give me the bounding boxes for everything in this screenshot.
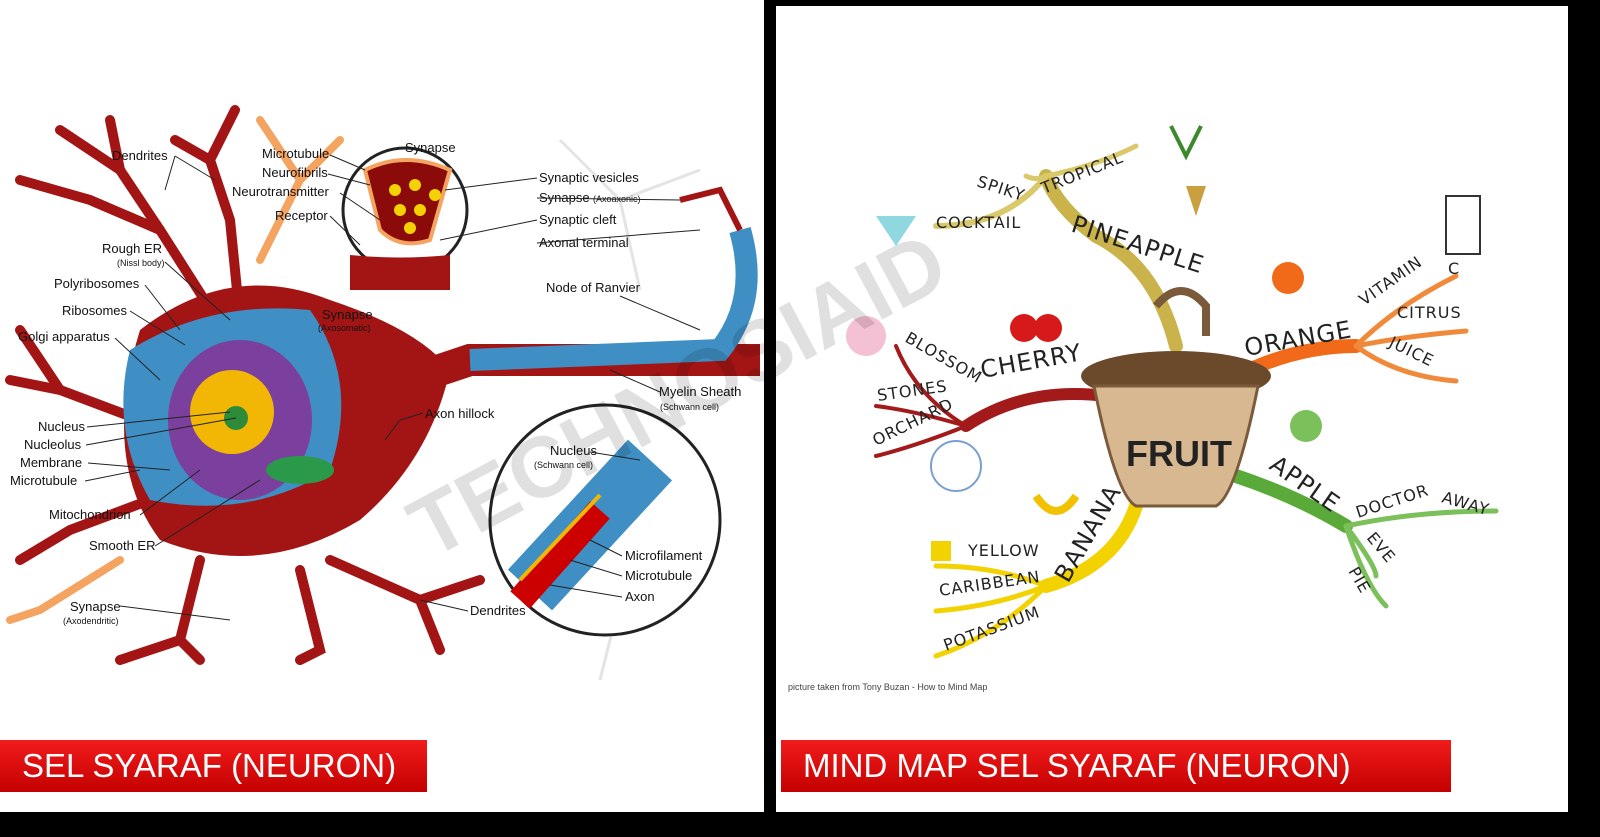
cherry-icon <box>1010 314 1038 342</box>
label-receptor: Receptor <box>275 208 328 223</box>
neuron-diagram-panel: Dendrites Microtubule Neurofibrils Neuro… <box>0 0 764 812</box>
label-yellow: YELLOW <box>967 541 1040 560</box>
label-synaptic-vesicles: Synaptic vesicles <box>539 170 639 185</box>
label-neurotransmitter: Neurotransmitter <box>232 184 329 199</box>
leader-lines <box>84 154 701 621</box>
label-synapse-axodendritic: Synapse <box>70 599 121 614</box>
label-membrane: Membrane <box>20 455 82 470</box>
neuron-diagram: Dendrites Microtubule Neurofibrils Neuro… <box>5 105 760 681</box>
label-nucleolus: Nucleolus <box>24 437 82 452</box>
label-rough-er: Rough ER <box>102 241 162 256</box>
myelin-sheath-body <box>469 226 758 371</box>
postsynaptic-membrane <box>350 255 450 290</box>
label-polyribosomes: Polyribosomes <box>54 276 140 291</box>
label-axonal-terminal: Axonal terminal <box>539 235 629 250</box>
credit-caption: picture taken from Tony Buzan - How to M… <box>788 682 987 692</box>
label-nucleus: Nucleus <box>38 419 85 434</box>
blossom-icon <box>846 316 886 356</box>
label-microtubule-2: Microtubule <box>10 473 77 488</box>
yellow-square-icon <box>931 541 951 561</box>
synapse-terminal <box>362 158 453 246</box>
label-schwann-cell-2: (Schwann cell) <box>534 460 593 470</box>
label-node-of-ranvier: Node of Ranvier <box>546 280 641 295</box>
microfilament-lines <box>518 493 602 582</box>
cherry-icon-2 <box>1034 314 1062 342</box>
label-myelin-sheath: Myelin Sheath <box>659 384 741 399</box>
pineapple-icon <box>1186 186 1206 216</box>
label-microtubule-3: Microtubule <box>625 568 692 583</box>
mind-map-panel: FRUIT SPIKY TROPICAL COCKTAIL PINEAPPLE … <box>776 6 1568 812</box>
label-c: C <box>1448 259 1460 278</box>
label-synapse-top: Synapse <box>405 140 456 155</box>
label-citrus: CITRUS <box>1397 303 1462 322</box>
right-title-banner: MIND MAP SEL SYARAF (NEURON) <box>781 740 1451 792</box>
label-synapse-axoaxonic: Synapse <box>539 190 590 205</box>
label-nissl-body: (Nissl body) <box>117 258 165 268</box>
basket-body <box>1092 384 1260 508</box>
label-axodendritic: (Axodendritic) <box>63 616 119 626</box>
label-mitochondrion: Mitochondrion <box>49 507 131 522</box>
label-synaptic-cleft: Synaptic cleft <box>539 212 617 227</box>
vitamin-box-icon <box>1445 195 1481 255</box>
basket-handle <box>1152 287 1210 336</box>
label-cocktail: COCKTAIL <box>936 213 1021 232</box>
synaptic-vesicles-dots <box>389 179 441 234</box>
left-title-banner: SEL SYARAF (NEURON) <box>0 740 427 792</box>
label-axon-hillock: Axon hillock <box>425 406 495 421</box>
label-cherry: CHERRY <box>978 339 1084 384</box>
center-label: FRUIT <box>1126 433 1232 474</box>
label-synapse-axosomatic: Synapse <box>322 307 373 322</box>
label-golgi-apparatus: Golgi apparatus <box>18 329 110 344</box>
apple-icon <box>1290 410 1322 442</box>
orange-icon <box>1272 262 1304 294</box>
mind-map-branches <box>874 143 1499 659</box>
banana-icon <box>1032 493 1080 515</box>
label-pie: PIE <box>1345 564 1375 597</box>
palm-tree-icon <box>1169 125 1203 161</box>
label-dendrites-bottom: Dendrites <box>470 603 526 618</box>
label-ribosomes: Ribosomes <box>62 303 128 318</box>
label-axosomatic: (Axosomatic) <box>318 323 371 333</box>
axon-cross-section <box>510 501 610 609</box>
tree-sketch-icon <box>930 440 982 492</box>
label-spiky: SPIKY <box>975 172 1028 205</box>
label-dendrites-top: Dendrites <box>112 148 168 163</box>
axon-terminal-body <box>679 186 743 232</box>
label-smooth-er: Smooth ER <box>89 538 155 553</box>
label-microtubule: Microtubule <box>262 146 329 161</box>
smooth-er-body <box>266 456 334 484</box>
label-axon: Axon <box>625 589 655 604</box>
label-microfilament: Microfilament <box>625 548 703 563</box>
cocktail-glass-icon <box>876 216 916 246</box>
background-neuron-sketch <box>558 138 701 681</box>
label-schwann-cell-1: (Schwann cell) <box>660 402 719 412</box>
label-neurofibrils: Neurofibrils <box>262 165 328 180</box>
label-nucleus-schwann: Nucleus <box>550 443 597 458</box>
fruit-mind-map: FRUIT SPIKY TROPICAL COCKTAIL PINEAPPLE … <box>788 125 1499 692</box>
